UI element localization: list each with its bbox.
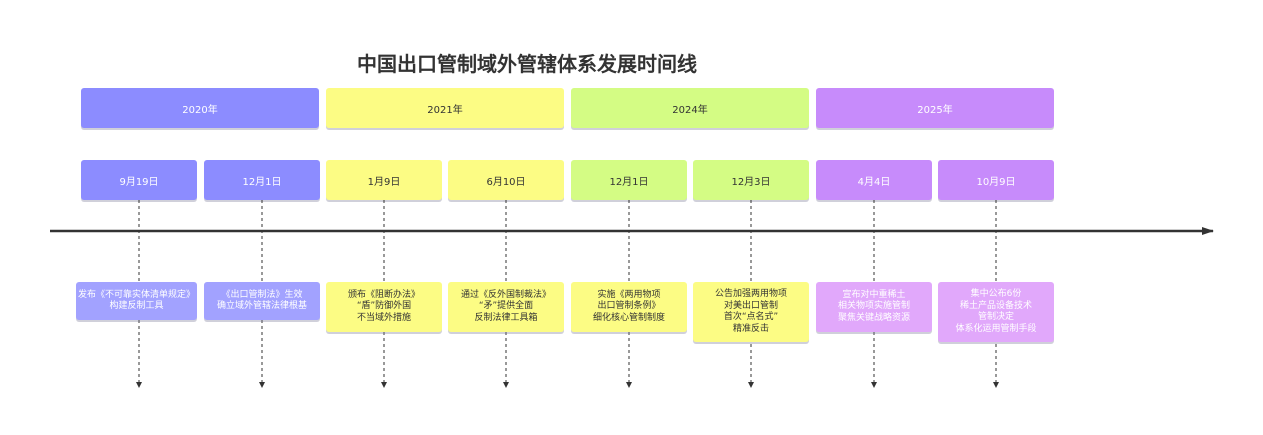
event-box: 发布《不可靠实体清单规定》 构建反制工具 <box>76 282 197 320</box>
page-title: 中国出口管制域外管辖体系发展时间线 <box>357 52 697 76</box>
event-box: 宣布对中重稀土 相关物项实施管制 聚焦关键战略资源 <box>816 282 932 332</box>
date-box: 10月9日 <box>938 160 1054 200</box>
date-box: 1月9日 <box>326 160 442 200</box>
date-box: 12月1日 <box>204 160 320 200</box>
date-box: 9月19日 <box>81 160 197 200</box>
event-box: 《出口管制法》生效 确立域外管辖法律根基 <box>204 282 320 320</box>
year-header-2020: 2020年 <box>81 88 319 128</box>
event-box: 公告加强两用物项 对美出口管制 首次“点名式” 精准反击 <box>693 282 809 342</box>
date-box: 6月10日 <box>448 160 564 200</box>
event-box: 通过《反外国制裁法》 “矛”提供全面 反制法律工具箱 <box>448 282 564 332</box>
event-box: 集中公布6份 稀土产品设备技术 管制决定 体系化运用管制手段 <box>938 282 1054 342</box>
date-box: 12月1日 <box>571 160 687 200</box>
event-box: 颁布《阻断办法》 “盾”防御外国 不当域外措施 <box>326 282 442 332</box>
event-box: 实施《两用物项 出口管制条例》 细化核心管制制度 <box>571 282 687 332</box>
year-header-2021: 2021年 <box>326 88 564 128</box>
date-box: 4月4日 <box>816 160 932 200</box>
date-box: 12月3日 <box>693 160 809 200</box>
year-header-2024: 2024年 <box>571 88 809 128</box>
year-header-2025: 2025年 <box>816 88 1054 128</box>
